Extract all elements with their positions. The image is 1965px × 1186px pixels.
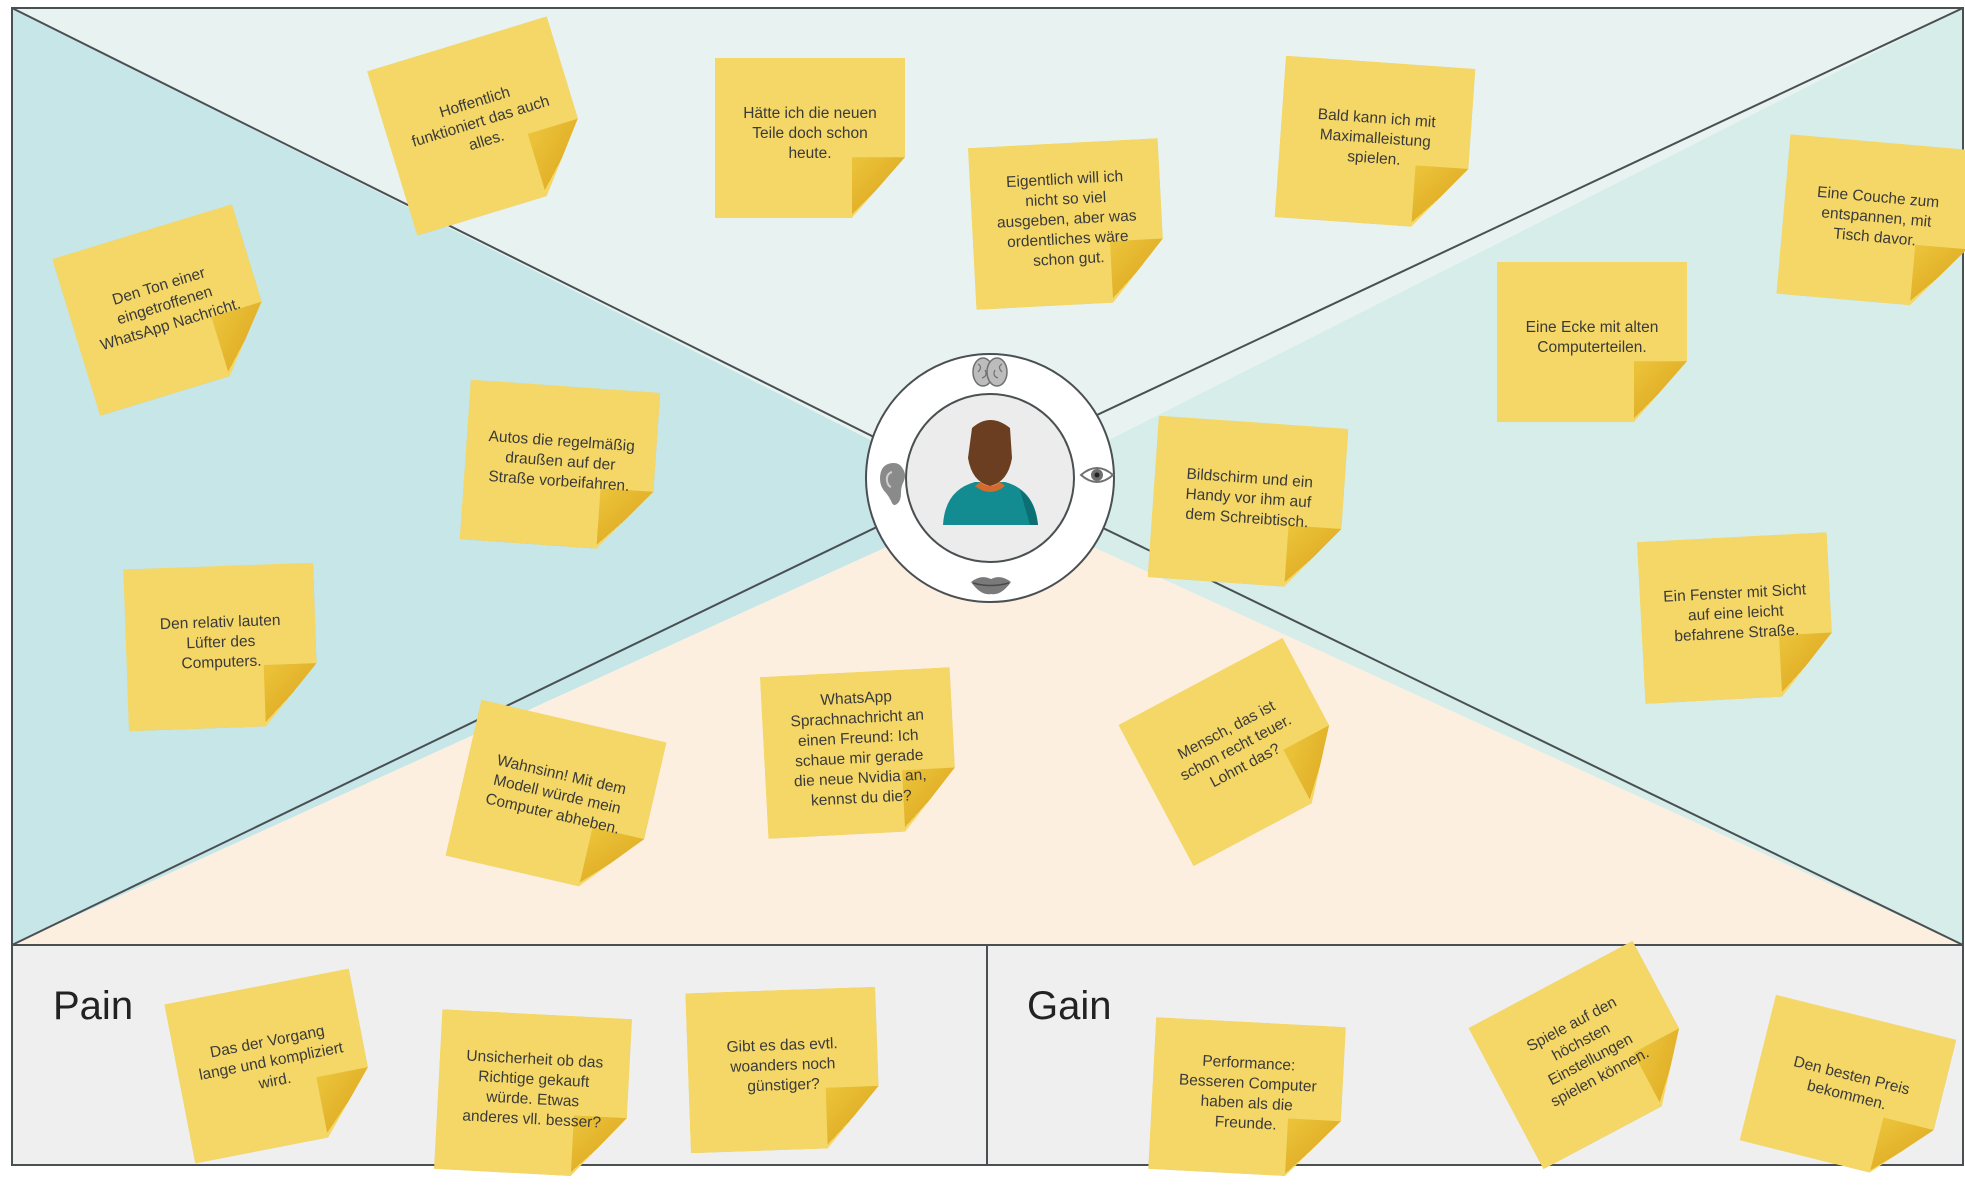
sticky-note-text: Eine Couche zum entspannen, mit Tisch da… [1816, 183, 1940, 250]
sticky-note-text: Bildschirm und ein Handy vor ihm auf dem… [1184, 465, 1314, 532]
sticky-note-text: Hätte ich die neuen Teile doch schon heu… [743, 104, 877, 163]
sticky-note-text: Eigentlich will ich nicht so viel ausgeb… [996, 167, 1137, 271]
eye-icon [1079, 467, 1115, 483]
ear-icon [880, 463, 905, 505]
sticky-note-text: Mensch, das ist schon recht teuer. Lohnt… [1174, 697, 1295, 792]
sticky-note-text: Bald kann ich mit Maximalleistung spiele… [1317, 105, 1437, 169]
sticky-note-text: Den besten Preis bekommen. [1791, 1053, 1912, 1114]
sticky-note-text: Gibt es das evtl. woanders noch günstige… [726, 1034, 838, 1096]
sticky-note-text: Autos die regelmäßig draußen auf der Str… [487, 427, 636, 495]
pain-label: Pain [53, 984, 134, 1028]
sticky-note-text: Unsicherheit ob das Richtige gekauft wür… [461, 1047, 604, 1132]
diagonal-line [11, 509, 913, 946]
sticky-note-text: Spiele auf den höchsten Einstellungen sp… [1523, 993, 1652, 1111]
see-area [990, 8, 1963, 945]
sticky-note-text: Performance: Besseren Computer haben als… [1178, 1052, 1318, 1134]
sticky-note-text: Den relativ lauten Lüfter des Computers. [159, 611, 281, 673]
mouth-icon [971, 577, 1011, 595]
person-avatar-icon [943, 420, 1038, 525]
brain-icon [972, 357, 1008, 387]
diagonal-line [1064, 7, 1964, 431]
gain-label: Gain [1027, 984, 1112, 1028]
diagonal-line [1071, 512, 1964, 946]
sticky-note-text: Eine Ecke mit alten Computerteilen. [1525, 318, 1659, 356]
sticky-note-text: Wahnsinn! Mit dem Modell würde mein Comp… [483, 751, 628, 838]
sticky-note-text: Ein Fenster mit Sicht auf eine leicht be… [1662, 581, 1807, 646]
sticky-note-text: WhatsApp Sprachnachricht an einen Freund… [790, 687, 928, 810]
